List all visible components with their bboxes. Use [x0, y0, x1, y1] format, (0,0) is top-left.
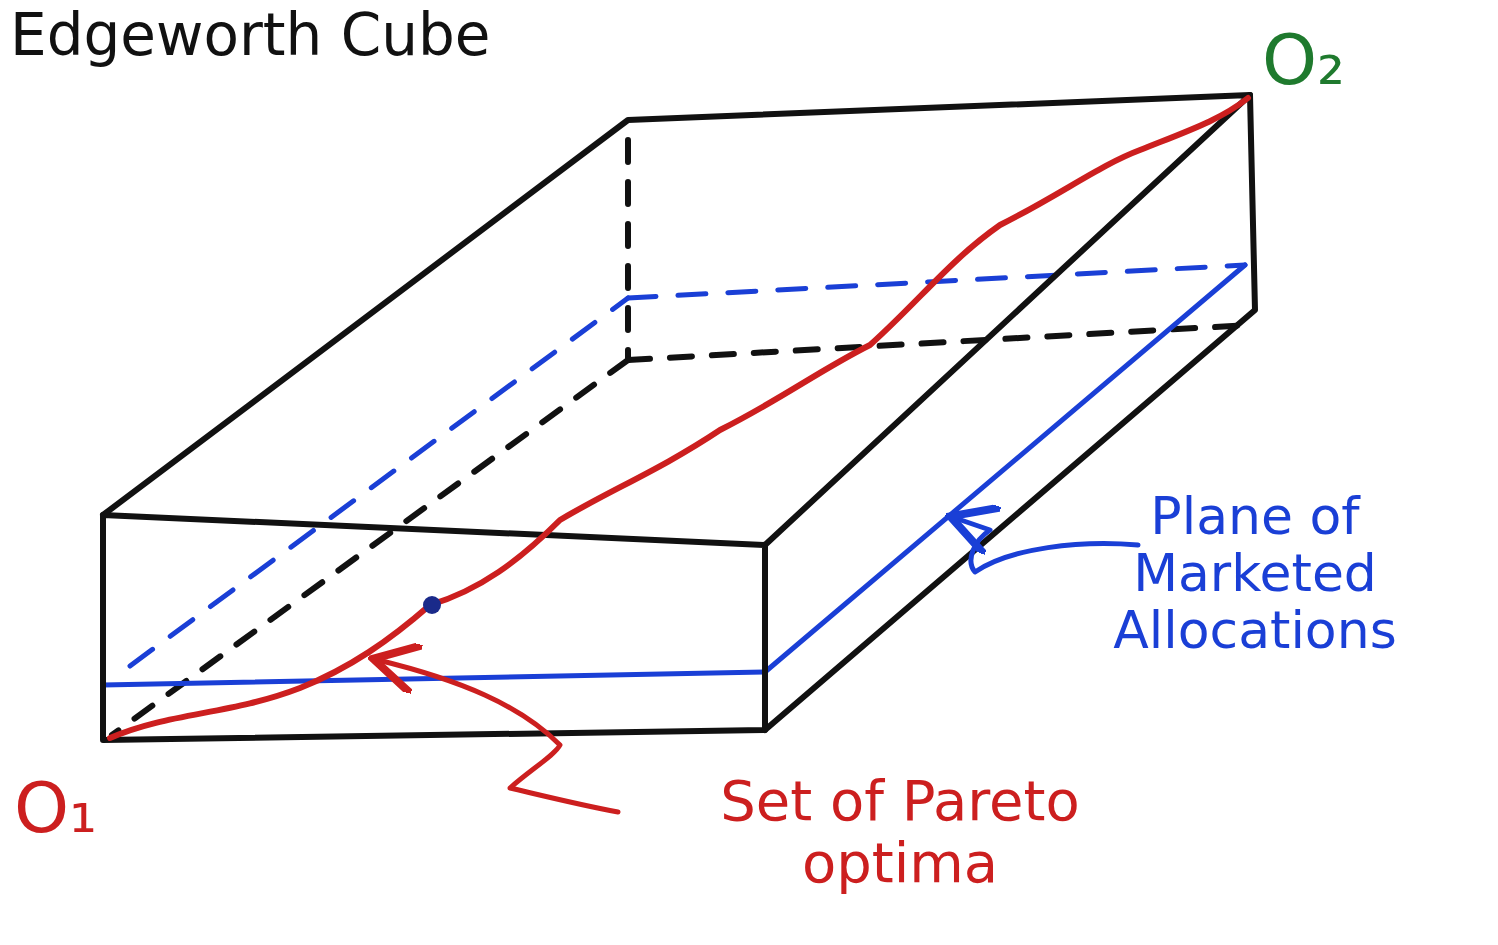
- marked-point: [423, 596, 441, 614]
- origin-label: O₁: [14, 770, 97, 847]
- marketed-plane: [103, 265, 1245, 685]
- hidden-edges: [112, 140, 1250, 735]
- pareto-leader: [378, 660, 618, 812]
- plane-label: Plane of Marketed Allocations: [1075, 488, 1435, 660]
- diagram-title: Edgeworth Cube: [10, 4, 490, 68]
- plane-leader: [955, 518, 1138, 572]
- box-edges: [103, 95, 1255, 740]
- origin-label: O₂: [1262, 22, 1345, 99]
- pareto-label: Set of Pareto optima: [620, 770, 1180, 893]
- pareto-curve: [110, 98, 1248, 738]
